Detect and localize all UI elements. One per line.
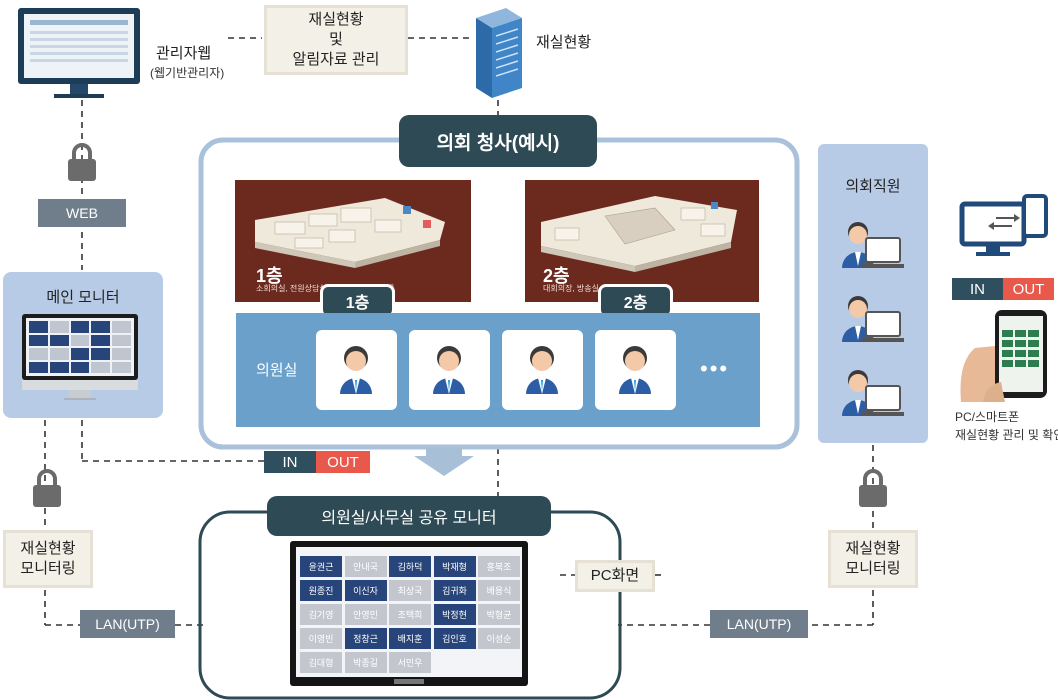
staff-computer-icon	[842, 222, 904, 268]
floor2-big-label: 2층	[543, 266, 570, 286]
in-label: IN	[952, 278, 1003, 300]
member-status-cell: 김대형	[300, 652, 342, 673]
monitoring-line-1: 재실현황	[845, 540, 901, 557]
member-status-cell: 홍북조	[478, 556, 520, 577]
main-monitor-title: 메인 모니터	[46, 289, 120, 306]
pc-phone-sync-icon	[959, 194, 1048, 256]
server-label: 재실현황	[536, 34, 592, 51]
pc-screen-text: PC화면	[590, 567, 640, 584]
web-tag: WEB	[38, 199, 126, 227]
smartphone-hand-image	[960, 310, 1047, 402]
in-label: IN	[264, 451, 316, 473]
admin-sub-label: (웹기반관리자)	[150, 66, 225, 80]
member-status-cell: 김귀화	[433, 580, 476, 601]
member-status-cell: 박정현	[433, 604, 476, 625]
member-status-cell: 이성순	[478, 628, 520, 649]
member-status-cell: 안영민	[344, 604, 387, 625]
monitoring-line-2: 모니터링	[20, 560, 76, 577]
member-status-cell: 김하덕	[389, 556, 431, 577]
floor1-plan-image	[235, 180, 471, 302]
member-card[interactable]	[502, 330, 583, 410]
box-line-2: 및	[329, 31, 343, 48]
shared-monitor-title: 의원실/사무실 공유 모니터	[267, 496, 551, 536]
server-icon	[476, 8, 522, 98]
member-status-cell: 서민우	[389, 652, 431, 673]
member-status-cell: 김기영	[300, 604, 342, 625]
member-card[interactable]	[595, 330, 676, 410]
member-status-cell: 이영빈	[300, 628, 342, 649]
admin-monitor	[18, 8, 140, 98]
monitoring-line-1: 재실현황	[20, 540, 76, 557]
member-status-cell: 조택희	[389, 604, 431, 625]
member-card[interactable]	[316, 330, 397, 410]
lock-icon	[859, 469, 887, 507]
lock-icon	[33, 469, 61, 507]
member-status-cell: 김인호	[433, 628, 476, 649]
out-label: OUT	[1003, 278, 1054, 300]
member-status-cell: 이신자	[344, 580, 387, 601]
monitoring-line-2: 모니터링	[845, 560, 901, 577]
floor2-sub-label: 대회의장, 방송실	[543, 284, 599, 293]
building-title: 의회 청사(예시)	[399, 115, 597, 167]
left-monitoring-box: 재실현황 모니터링	[3, 530, 93, 588]
member-room-label: 의원실	[256, 362, 298, 379]
member-status-cell: 박재형	[433, 556, 476, 577]
box-line-1: 재실현황	[308, 11, 364, 28]
admin-label: 관리자웹	[156, 45, 212, 62]
staff-title: 의회직원	[845, 178, 901, 195]
floor2-plan-image	[525, 180, 759, 302]
lan-tag-left: LAN(UTP)	[80, 610, 175, 638]
more-members-indicator: •••	[700, 356, 730, 381]
member-status-cell: 원종진	[300, 580, 342, 601]
member-status-cell: 정창근	[344, 628, 387, 649]
person-icon	[619, 346, 651, 394]
staff-computer-icon	[842, 370, 904, 416]
member-card[interactable]	[409, 330, 490, 410]
person-icon	[526, 346, 558, 394]
right-monitoring-box: 재실현황 모니터링	[828, 530, 918, 588]
staff-computer-icon	[842, 296, 904, 342]
box-line-3: 알림자료 관리	[292, 51, 380, 68]
member-status-cell: 안내국	[344, 556, 387, 577]
status-data-management-box: 재실현황 및 알림자료 관리	[264, 5, 408, 75]
floor1-big-label: 1층	[256, 266, 283, 286]
device-caption-1: PC/스마트폰	[955, 410, 1020, 424]
member-status-cell: 박형균	[478, 604, 520, 625]
member-status-cell: 배용식	[478, 580, 520, 601]
person-icon	[433, 346, 465, 394]
member-status-cell: 박종길	[344, 652, 387, 673]
member-room-panel	[236, 313, 760, 427]
person-icon	[340, 346, 372, 394]
member-status-cell: 최상국	[389, 580, 431, 601]
lan-tag-right: LAN(UTP)	[710, 610, 808, 638]
main-monitor-imac	[22, 314, 138, 400]
member-status-cell: 배지훈	[389, 628, 431, 649]
lock-icon	[68, 143, 96, 181]
pc-screen-label: PC화면	[575, 560, 655, 592]
member-status-cell: 윤권근	[300, 556, 342, 577]
in-out-status-center: IN OUT	[264, 451, 370, 473]
out-label: OUT	[316, 451, 370, 473]
in-out-status-right: IN OUT	[952, 278, 1054, 300]
device-caption-2: 재실현황 관리 및 확인	[955, 428, 1058, 442]
